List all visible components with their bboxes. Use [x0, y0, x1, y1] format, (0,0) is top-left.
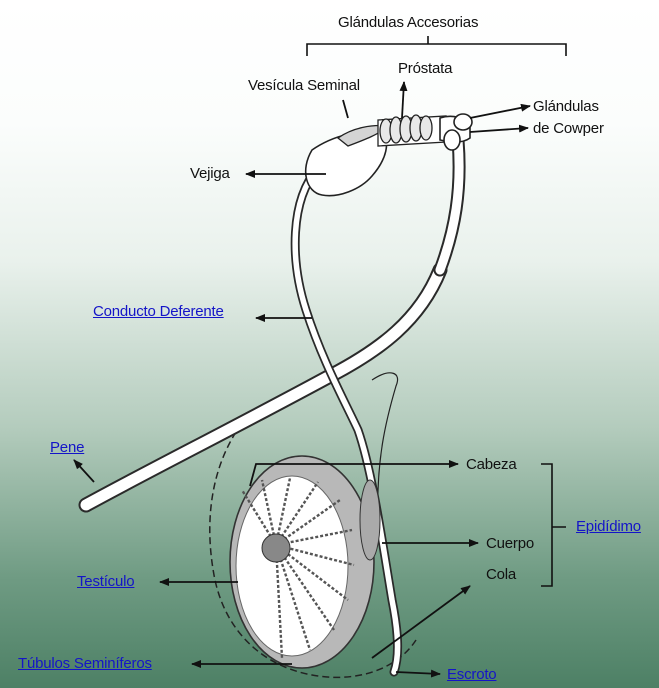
prostate-label: Próstata [398, 61, 452, 77]
epididymis-link[interactable]: Epidídimo [576, 519, 641, 535]
seminal-vesicle-label: Vesícula Seminal [248, 78, 360, 94]
cowper-glands-label-line2: de Cowper [533, 121, 604, 137]
prostate-shape [378, 115, 446, 146]
cowper-glands-shape [440, 114, 472, 150]
seminiferous-tubules-link[interactable]: Túbulos Seminíferos [18, 656, 152, 672]
testis-shape [230, 456, 380, 668]
epididymis-head-label: Cabeza [466, 457, 517, 473]
epididymis-bracket [541, 464, 566, 586]
bladder-label: Vejiga [190, 166, 230, 182]
penis-link[interactable]: Pene [50, 440, 84, 456]
testis-link[interactable]: Testículo [77, 574, 134, 590]
accessory-glands-bracket [307, 36, 566, 56]
epididymis-body-label: Cuerpo [486, 536, 534, 552]
cowper-glands-label-line1: Glándulas [533, 99, 599, 115]
vas-deferens-link[interactable]: Conducto Deferente [93, 304, 224, 320]
accessory-glands-title: Glándulas Accesorias [338, 15, 478, 31]
epididymis-tail-label: Cola [486, 567, 516, 583]
scrotum-link[interactable]: Escroto [447, 667, 496, 683]
